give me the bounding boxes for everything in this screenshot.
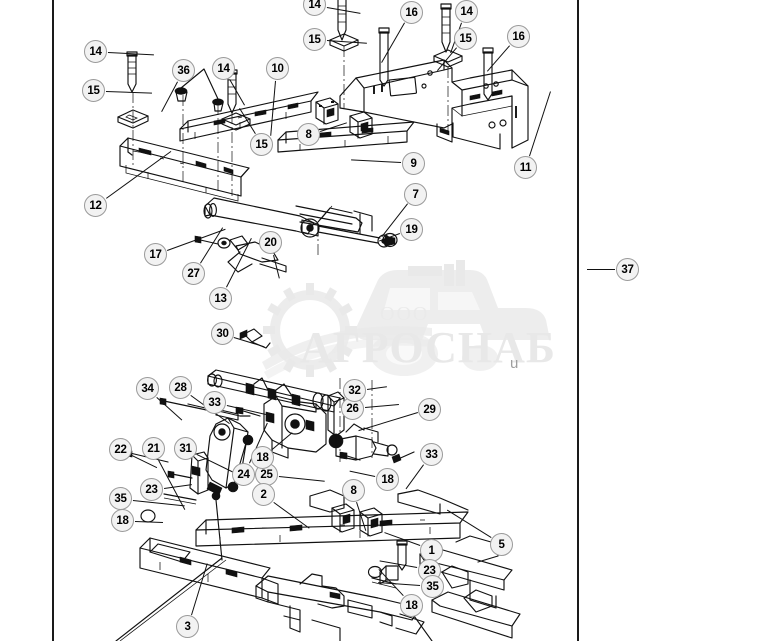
left-lower-structure — [149, 543, 191, 563]
callout-14[interactable]: 14 — [212, 57, 235, 80]
callout-16[interactable]: 16 — [507, 25, 530, 48]
callout-35[interactable]: 35 — [109, 487, 132, 510]
part-33-pin-left — [235, 406, 261, 417]
part-13-rod-link — [217, 235, 287, 273]
callout-10[interactable]: 10 — [266, 57, 289, 80]
callout-7[interactable]: 7 — [404, 183, 427, 206]
part-35-washer-left — [163, 493, 197, 505]
callout-20[interactable]: 20 — [259, 231, 282, 254]
part-14-bolt-upper-left — [337, 0, 347, 41]
callout-37[interactable]: 37 — [616, 258, 639, 281]
callout-8[interactable]: 8 — [342, 479, 365, 502]
callout-32[interactable]: 32 — [343, 379, 366, 402]
part-8-bracket-lower-a — [331, 503, 355, 533]
part-31-actuator — [205, 417, 249, 561]
callout-28[interactable]: 28 — [169, 376, 192, 399]
callout-15[interactable]: 15 — [303, 28, 326, 51]
lower-right-plate — [431, 589, 521, 639]
callout-33[interactable]: 33 — [203, 391, 226, 414]
stray-character: u — [510, 355, 519, 372]
callout-3[interactable]: 3 — [176, 615, 199, 638]
part-35-washer-lower — [371, 577, 397, 589]
callout-18[interactable]: 18 — [376, 468, 399, 491]
callout-30[interactable]: 30 — [211, 322, 234, 345]
part-25-valve-body — [263, 395, 327, 459]
callout-27[interactable]: 27 — [182, 262, 205, 285]
part-18-ring-lower — [367, 565, 383, 579]
frame-left-rule — [52, 0, 54, 641]
part-21-bracket — [189, 451, 209, 495]
part-14-bolt-upper-right — [440, 3, 452, 53]
part-36-pin-left — [174, 87, 188, 102]
callout-18[interactable]: 18 — [400, 594, 423, 617]
callout-21[interactable]: 21 — [142, 437, 165, 460]
part-15-washer-mid — [221, 112, 251, 131]
callout-2[interactable]: 2 — [252, 483, 275, 506]
part-27-pin — [194, 235, 219, 245]
callout-16[interactable]: 16 — [400, 1, 423, 24]
part-18-fitting-right — [339, 451, 361, 461]
part-3-cable-left — [115, 557, 223, 641]
part-23-clip-lower — [379, 565, 399, 585]
part-30-fitting — [239, 328, 271, 349]
callout-12[interactable]: 12 — [84, 194, 107, 217]
part-1-stud — [396, 540, 408, 571]
part-33-pin-right — [391, 451, 415, 464]
callout-22[interactable]: 22 — [109, 438, 132, 461]
callout-35[interactable]: 35 — [421, 575, 444, 598]
part-16-stud-left — [378, 27, 390, 87]
callout-18[interactable]: 18 — [251, 446, 274, 469]
callout-9[interactable]: 9 — [402, 152, 425, 175]
part-8-bracket-lower-b — [359, 507, 383, 537]
callout-8[interactable]: 8 — [297, 123, 320, 146]
callout-14[interactable]: 14 — [455, 0, 478, 23]
callout-14[interactable]: 14 — [84, 40, 107, 63]
callout-11[interactable]: 11 — [514, 156, 537, 179]
part-10-cross-rail — [179, 91, 319, 142]
callout-15[interactable]: 15 — [454, 27, 477, 50]
part-19-eye-end — [382, 232, 398, 248]
part-12-frame-rail — [119, 137, 250, 202]
callout-24[interactable]: 24 — [232, 463, 255, 486]
callout-19[interactable]: 19 — [400, 218, 423, 241]
part-16-stud-right — [482, 47, 494, 101]
callout-15[interactable]: 15 — [250, 133, 273, 156]
callout-13[interactable]: 13 — [209, 287, 232, 310]
callout-5[interactable]: 5 — [490, 533, 513, 556]
callout-29[interactable]: 29 — [418, 398, 441, 421]
callout-15[interactable]: 15 — [82, 79, 105, 102]
callout-31[interactable]: 31 — [174, 437, 197, 460]
part-18-ring-left — [140, 509, 156, 523]
callout-36[interactable]: 36 — [172, 59, 195, 82]
callout-23[interactable]: 23 — [140, 478, 163, 501]
callout-34[interactable]: 34 — [136, 377, 159, 400]
callout-leader-37 — [587, 268, 615, 270]
callout-33[interactable]: 33 — [420, 443, 443, 466]
part-14-bolt-left — [126, 51, 138, 93]
callout-26[interactable]: 26 — [341, 397, 364, 420]
frame-right-rule — [577, 0, 579, 641]
callout-17[interactable]: 17 — [144, 243, 167, 266]
leader-36-bridge — [180, 68, 219, 100]
callout-18[interactable]: 18 — [111, 509, 134, 532]
part-23-clip-left — [167, 470, 193, 479]
part-29-valve-cylinder — [335, 423, 398, 461]
part-8-bracket-upper-a — [315, 97, 339, 125]
part-5-rear-bracket — [309, 489, 469, 515]
part-3-cable-left-shadow — [119, 559, 227, 641]
part-3-lower-rail — [139, 537, 279, 605]
